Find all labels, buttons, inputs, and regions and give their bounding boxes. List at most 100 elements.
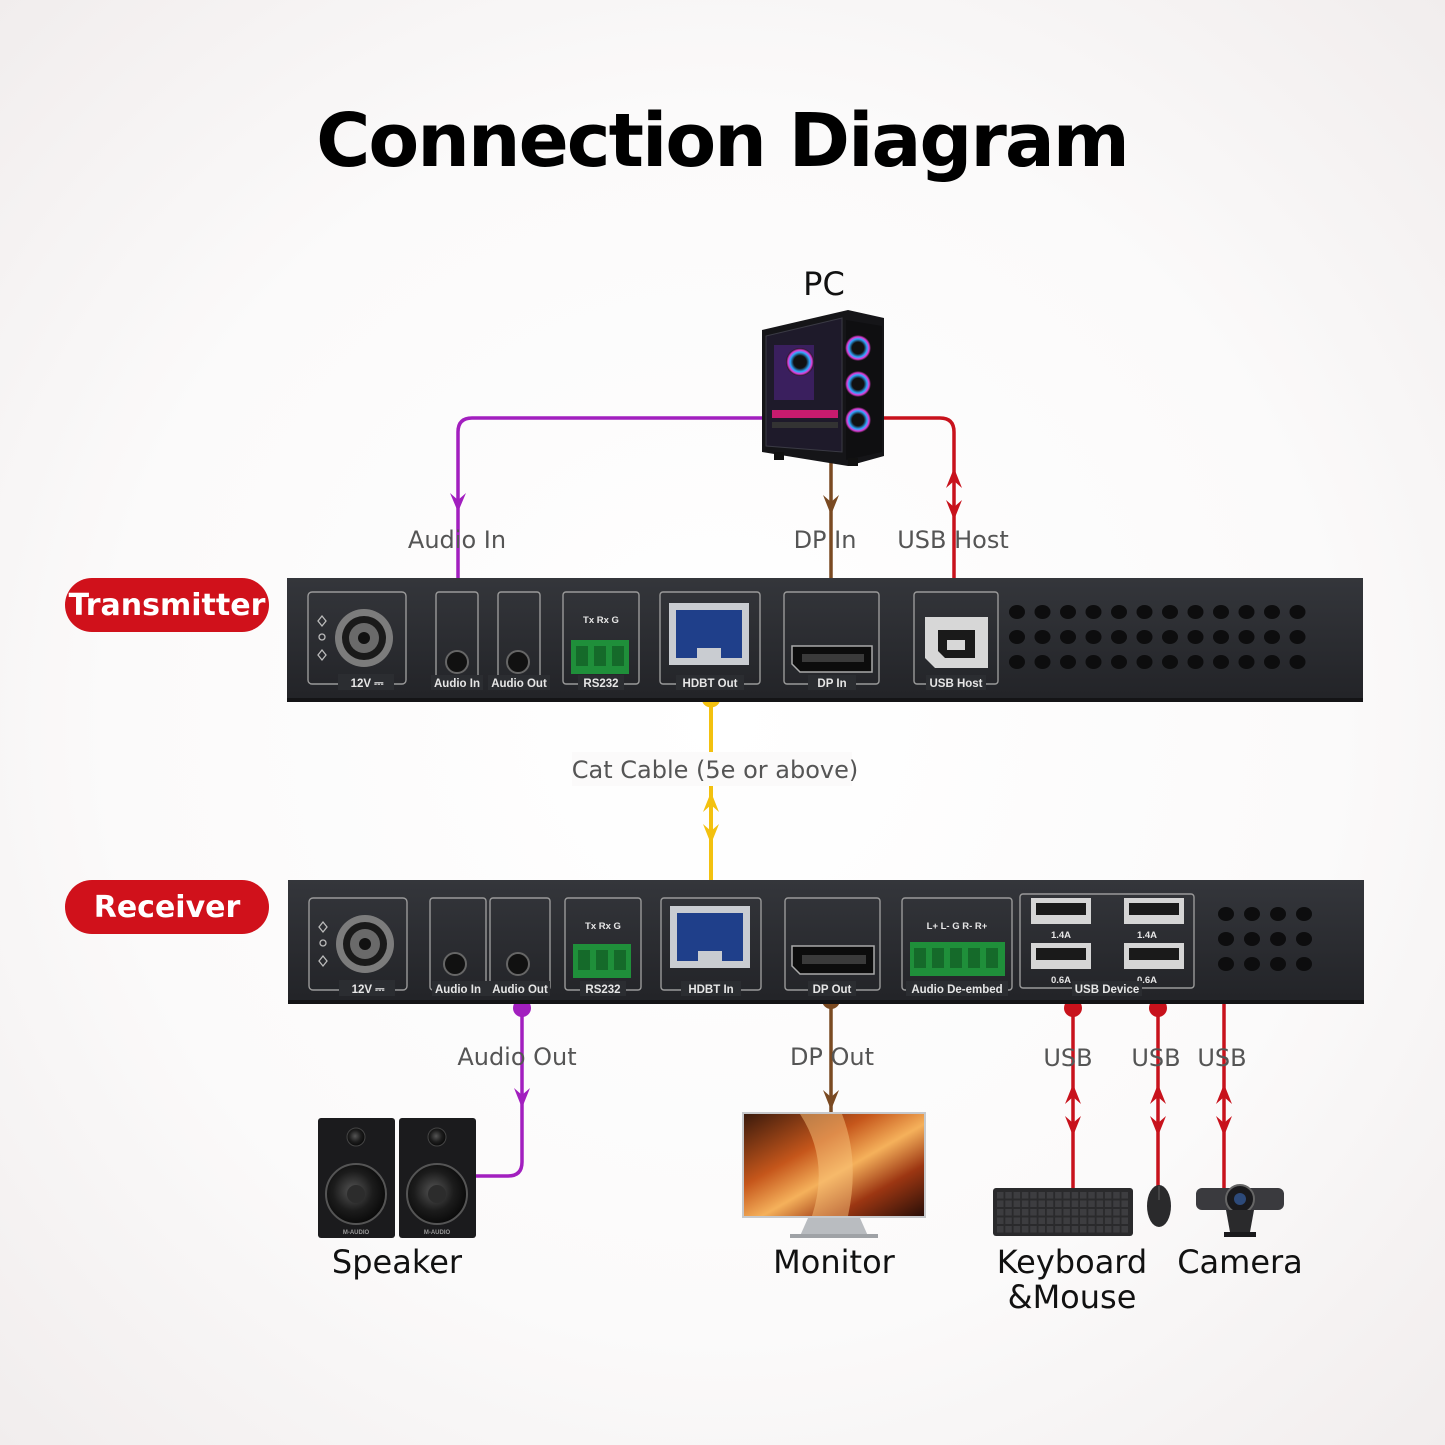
rx-usb-06a-1: 0.6A (1051, 975, 1071, 986)
vent-hole (1085, 655, 1102, 669)
rx-usb-06a-2: 0.6A (1137, 975, 1157, 986)
keyboard-key (1005, 1192, 1012, 1199)
rx-audio-deembed-label: Audio De-embed (911, 984, 1002, 996)
tx-displayport-icon (791, 645, 873, 673)
cat-cable-arrow-icon (703, 792, 719, 844)
vent-hole (1213, 655, 1229, 669)
vent-hole (1009, 630, 1025, 644)
rx-power-jack-icon (308, 897, 408, 991)
vent-hole (1187, 605, 1204, 619)
vent-hole (1111, 605, 1127, 619)
keyboard-key (1030, 1192, 1037, 1199)
vent-hole (1009, 655, 1025, 669)
keyboard-key (1038, 1217, 1045, 1224)
power-jack-icon (307, 591, 407, 685)
usb-1-label: USB (1043, 1044, 1092, 1072)
transmitter-badge: Transmitter (65, 578, 269, 632)
keyboard-key (1021, 1200, 1029, 1207)
vent-hole (1213, 605, 1229, 619)
keyboard-key (1080, 1217, 1087, 1224)
keyboard-key (1113, 1192, 1120, 1199)
keyboard-key (1104, 1217, 1112, 1224)
audio-out-arrow-icon (514, 1088, 530, 1108)
vent-hole (1289, 655, 1306, 669)
rx-usb-14a-1: 1.4A (1051, 930, 1071, 941)
keyboard-key (1013, 1217, 1021, 1224)
keyboard-key (1013, 1200, 1021, 1207)
dp-in-label: DP In (794, 526, 857, 554)
rx-deembed-terminal-block-icon (910, 942, 1005, 976)
keyboard-key (1104, 1192, 1112, 1199)
rx-rj45-icon (670, 906, 750, 968)
vent-hole (1270, 957, 1286, 971)
monitor-label: Monitor (773, 1243, 895, 1281)
tx-rs232-pins: Tx Rx G (583, 615, 619, 626)
rx-audio-in-jack-icon (443, 952, 467, 976)
keyboard-key (997, 1217, 1004, 1224)
usb-3-arrow-icon (1216, 1084, 1232, 1136)
receiver-badge: Receiver (65, 880, 269, 934)
vent-hole (1187, 655, 1204, 669)
cat-cable-label: Cat Cable (5e or above) (572, 756, 858, 784)
rx-usb-a-icon (1031, 898, 1184, 969)
keyboard-key (997, 1192, 1004, 1199)
dp-in-arrow-icon (823, 495, 839, 515)
keyboard-key (1096, 1217, 1104, 1224)
keyboard-key (1055, 1217, 1062, 1224)
keyboard-key (1088, 1200, 1095, 1207)
vent-hole (1162, 605, 1178, 619)
tx-vent-grille (1009, 605, 1306, 669)
keyboard-key (997, 1200, 1004, 1207)
keyboard-key (1005, 1217, 1012, 1224)
dp-out-arrow-icon (823, 1090, 839, 1110)
vent-hole (1136, 630, 1153, 644)
keyboard-key (1071, 1200, 1079, 1207)
vent-hole (1244, 907, 1260, 921)
vent-hole (1296, 932, 1312, 946)
keyboard-key (1005, 1226, 1012, 1233)
keyboard-key (1113, 1209, 1120, 1216)
rx-audio-in-label: Audio In (435, 984, 481, 996)
receiver-badge-text: Receiver (94, 890, 241, 925)
rx-rs232-label: RS232 (585, 984, 620, 996)
keyboard-key (1088, 1226, 1095, 1233)
keyboard-key (1063, 1217, 1070, 1224)
usb-3-label: USB (1197, 1044, 1246, 1072)
keyboard-key (1030, 1200, 1037, 1207)
keyboard-key (1113, 1200, 1120, 1207)
keyboard-key (1080, 1209, 1087, 1216)
tx-dp-in-label: DP In (817, 678, 846, 690)
receiver-panel: 12V ⎓ Audio In Audio Out Tx Rx G RS232 H… (288, 880, 1364, 1004)
vent-hole (1264, 605, 1280, 619)
keyboard-key (1096, 1209, 1104, 1216)
vent-hole (1218, 957, 1234, 971)
audio-in-line (456, 416, 762, 590)
tx-terminal-block-icon (571, 640, 629, 674)
rx-vent-grille (1218, 907, 1312, 971)
tx-audio-out-label: Audio Out (491, 678, 547, 690)
keyboard-key (1055, 1226, 1062, 1233)
keyboard-key (1021, 1217, 1029, 1224)
usb-2-arrow-icon (1150, 1084, 1166, 1136)
keyboard-key (1038, 1226, 1045, 1233)
keyboard-key (1104, 1209, 1112, 1216)
keyboard-key (1071, 1209, 1079, 1216)
audio-out-line (476, 1008, 524, 1178)
keyboard-key (1013, 1226, 1021, 1233)
vent-hole (1296, 907, 1312, 921)
vent-hole (1238, 655, 1255, 669)
vent-hole (1136, 655, 1153, 669)
vent-hole (1289, 630, 1306, 644)
usb-host-label: USB Host (897, 526, 1009, 554)
keyboard-key (1113, 1226, 1120, 1233)
keyboard-key (1080, 1226, 1087, 1233)
vent-hole (1085, 605, 1102, 619)
tx-rj45-icon (669, 603, 749, 665)
monitor-icon (742, 1112, 926, 1238)
vent-hole (1009, 605, 1025, 619)
vent-hole (1244, 932, 1260, 946)
keyboard-key (1013, 1209, 1021, 1216)
rx-usb-14a-2: 1.4A (1137, 930, 1157, 941)
tx-audio-in-jack-icon (445, 650, 469, 674)
speaker-brand-right: M-AUDIO (424, 1230, 451, 1236)
